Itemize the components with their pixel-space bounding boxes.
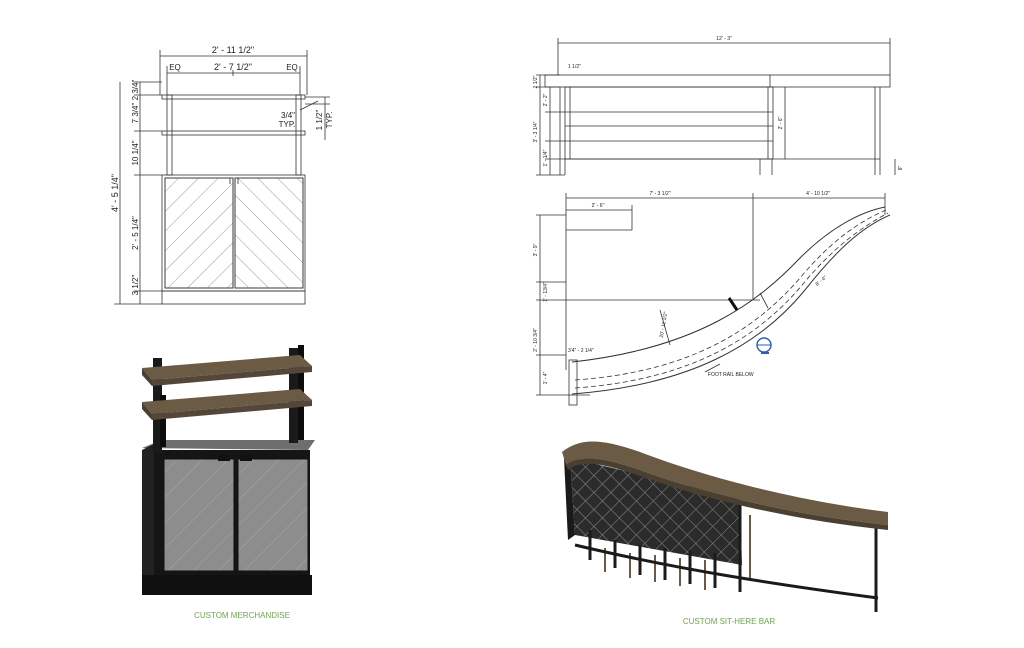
bar-caption: CUSTOM SIT-HERE BAR: [683, 617, 776, 626]
merch-shelf-thickness: 3/4": [281, 111, 295, 120]
plan-dim-left-base: 1' - 4": [543, 371, 549, 384]
merch-eq-left: EQ: [169, 63, 181, 72]
plan-dim-curve: 20' - 11 1/2": [659, 311, 670, 338]
section-cut-marker: [727, 297, 739, 311]
plan-dim-inner: 2' - 6": [592, 203, 605, 209]
bar-dim-f: 2' - 6": [778, 116, 784, 129]
merch-eq-right: EQ: [286, 63, 298, 72]
plan-dim-stool: 3'4" - 2 1/4": [568, 348, 594, 354]
merch-overall-width: 2' - 11 1/2": [212, 45, 254, 55]
plan-dim-left-low: 2' - 10 3/4": [533, 328, 539, 352]
merch-shelf-typ: TYP.: [279, 120, 296, 129]
bar-dim-g: 8": [898, 166, 904, 171]
merch-post-width: 1 1/2": [315, 110, 324, 131]
plan-dim-top-left: 7' - 3 1/2": [649, 191, 670, 197]
bar-overall-length: 12' - 3": [716, 36, 732, 42]
bar-plan: [536, 193, 891, 406]
bar-3d-render: [562, 441, 888, 612]
bar-elevation: [536, 38, 896, 176]
bar-dim-c: 2' - 2": [543, 93, 549, 106]
bar-dim-a: 1 1/2": [568, 64, 581, 70]
bar-dim-e: 1' - 1/4": [543, 149, 549, 166]
bar-dim-b: 2 1/2": [533, 75, 539, 88]
merch-dim-upper: 10 1/4": [131, 140, 140, 165]
plan-footrail-label: FOOT RAIL BELOW: [708, 372, 754, 378]
merch-dim-cabinet: 2' - 5 1/4": [131, 216, 140, 250]
merch-3d-render: [142, 345, 315, 595]
bar-dim-d: 3' - 3 1/4": [533, 121, 539, 142]
merch-dimension-labels: 2' - 11 1/2" 2' - 7 1/2" EQ EQ 2 3/4" 7 …: [110, 45, 334, 295]
bar-plan-labels: 7' - 3 1/2" 4' - 10 1/2" 2' - 6" 3' - 9"…: [533, 191, 830, 384]
merch-dim-shelf: 7 3/4": [131, 103, 140, 124]
merch-dim-total: 4' - 5 1/4": [110, 174, 120, 212]
plan-dim-left-upper: 3' - 9": [533, 243, 539, 256]
bar-elevation-labels: 12' - 3" 1 1/2" 2 1/2" 2' - 2" 3' - 3 1/…: [533, 36, 904, 170]
merch-dim-base: 3 1/2": [131, 275, 140, 296]
merch-caption: CUSTOM MERCHANDISE: [194, 611, 290, 620]
plan-dim-top-right: 4' - 10 1/2": [806, 191, 830, 197]
plan-dim-left-mid: 1' - 13/4": [543, 282, 549, 302]
merch-elevation: [114, 50, 330, 305]
merch-inner-width: 2' - 7 1/2": [214, 62, 252, 72]
merch-dim-top: 2 3/4": [131, 80, 140, 101]
merch-post-typ: TYP.: [325, 112, 334, 129]
plan-dim-radius: 8' - 4": [815, 275, 829, 288]
blue-section-marker: [756, 337, 772, 354]
